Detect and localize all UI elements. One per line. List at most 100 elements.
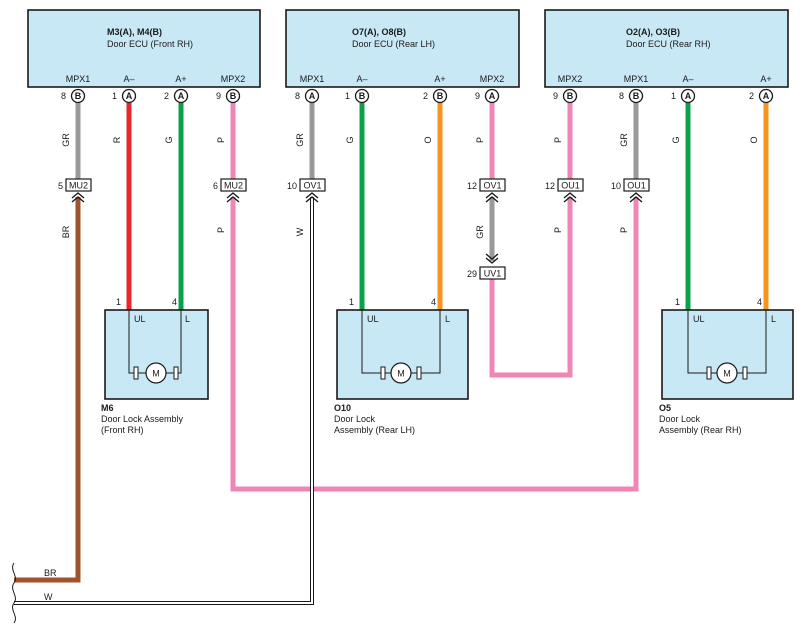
lock-name: (Front RH) xyxy=(101,425,144,435)
connector-chevron-icon xyxy=(305,192,319,203)
wire-fr-br xyxy=(14,197,81,583)
lock-code: M6 xyxy=(101,403,114,413)
connector-pin: 10 xyxy=(611,181,621,191)
connector-chevron-icon xyxy=(485,253,499,264)
pin-connector: B xyxy=(359,91,366,101)
ecu-rear-lh-pin-label: MPX1 xyxy=(300,74,325,84)
wire-label: W xyxy=(44,592,53,602)
connector-ov1: 12 OV1 xyxy=(467,178,506,203)
wire-label: P xyxy=(216,137,226,143)
ecu-front-rh-code: M3(A), M4(B) xyxy=(107,27,162,37)
pin-terminal: 9 B xyxy=(216,88,241,104)
wire-label: G xyxy=(671,136,681,143)
wire-label: GR xyxy=(619,133,629,147)
ecu-front-rh: M3(A), M4(B) Door ECU (Front RH) MPX1 A–… xyxy=(27,9,261,88)
pin-number: 9 xyxy=(475,91,480,101)
wire-label: P xyxy=(475,137,485,143)
motor-label: M xyxy=(152,369,160,379)
motor-icon xyxy=(390,362,412,384)
lock-name: Door Lock xyxy=(334,414,376,424)
connector-chevron-icon xyxy=(485,192,499,203)
pin-circle xyxy=(562,88,578,104)
ecu-front-rh-pin-label: MPX2 xyxy=(221,74,246,84)
pin-circle xyxy=(173,88,189,104)
ecu-rear-rh: O2(A), O3(B) Door ECU (Rear RH) MPX2 MPX… xyxy=(544,9,789,88)
pin-circle xyxy=(121,88,137,104)
lock-name: Assembly (Rear LH) xyxy=(334,425,415,435)
wire-label: BR xyxy=(61,225,71,238)
wire-rl-w-outline xyxy=(14,197,314,605)
lock-pin-l: 4 xyxy=(431,297,436,307)
lock-m6-box xyxy=(104,309,209,400)
motor-brush xyxy=(173,366,179,380)
motor-brush xyxy=(706,366,712,380)
connector-uv1: 29 UV1 xyxy=(467,253,506,280)
lock-wire xyxy=(128,310,146,374)
lock-name: Door Lock Assembly xyxy=(101,414,184,424)
edge-break xyxy=(12,562,16,624)
pin-connector: A xyxy=(763,91,770,101)
lock-o10: 1 4 UL L M O10 Door Lock Assembly (Rear … xyxy=(334,297,469,435)
ecu-rear-lh-pin-label: A– xyxy=(356,74,367,84)
connector-box xyxy=(623,178,650,192)
connector-box xyxy=(65,178,92,192)
lock-code: O5 xyxy=(659,403,671,413)
ecu-rear-lh: O7(A), O8(B) Door ECU (Rear LH) MPX1 A– … xyxy=(285,9,520,88)
lock-term-ul: UL xyxy=(367,314,379,324)
connector-box xyxy=(220,178,247,192)
wire-label: G xyxy=(345,136,355,143)
connector-name: OU1 xyxy=(627,181,646,191)
lock-term-l: L xyxy=(185,314,190,324)
pin-terminal: 1 A xyxy=(112,88,137,104)
ecu-rear-lh-box xyxy=(285,9,520,88)
lock-name: Assembly (Rear RH) xyxy=(659,425,742,435)
motor-label: M xyxy=(723,369,731,379)
connector-chevron-icon xyxy=(71,192,85,203)
connector-box xyxy=(299,178,326,192)
pin-number: 8 xyxy=(295,91,300,101)
lock-pin-l: 4 xyxy=(172,297,177,307)
connectors: 5 MU2 6 MU2 10 OV1 12 OV1 29 xyxy=(58,178,650,280)
connector-name: OU1 xyxy=(561,181,580,191)
wire-label: P xyxy=(216,227,226,233)
pin-connector: B xyxy=(437,91,444,101)
pin-connector: A xyxy=(178,91,185,101)
lock-name: Door Lock xyxy=(659,414,701,424)
pin-number: 8 xyxy=(619,91,624,101)
connector-pin: 10 xyxy=(287,181,297,191)
connector-mu2: 6 MU2 xyxy=(213,178,247,203)
pin-number: 2 xyxy=(164,91,169,101)
ecu-rear-rh-box xyxy=(544,9,789,88)
pin-connector: B xyxy=(75,91,82,101)
connector-box xyxy=(479,178,506,192)
ecu-rear-lh-pin-label: MPX2 xyxy=(480,74,505,84)
lock-pin-ul: 1 xyxy=(116,297,121,307)
ecu-rear-rh-pin-label: A+ xyxy=(760,74,771,84)
connector-name: OV1 xyxy=(483,181,501,191)
pin-circle xyxy=(484,88,500,104)
wire-label: GR xyxy=(475,225,485,239)
lock-m6: 1 4 UL L M M6 Door Lock Assembly (Front … xyxy=(101,297,209,435)
pin-terminal: 9 A xyxy=(475,88,500,104)
pin-circle xyxy=(354,88,370,104)
connector-pin: 12 xyxy=(467,181,477,191)
pin-number: 2 xyxy=(749,91,754,101)
wire-label: GR xyxy=(61,133,71,147)
wire-label: R xyxy=(112,136,122,143)
ecu-rear-lh-pin-label: A+ xyxy=(434,74,445,84)
wire-label: W xyxy=(295,227,305,236)
lock-o5: 1 4 UL L M O5 Door Lock Assembly (Rear R… xyxy=(659,297,794,435)
pin-circle xyxy=(225,88,241,104)
lock-term-l: L xyxy=(445,314,450,324)
ecu-rear-rh-pin-label: MPX1 xyxy=(624,74,649,84)
connector-pin: 6 xyxy=(213,181,218,191)
pin-terminal: 2 A xyxy=(749,88,774,104)
connector-ou1: 10 OU1 xyxy=(611,178,650,203)
pin-number: 9 xyxy=(216,91,221,101)
wire-fr-p-bottom xyxy=(230,197,639,492)
motor-brush xyxy=(742,366,748,380)
wire-label: O xyxy=(423,136,433,143)
lock-pin-l: 4 xyxy=(757,297,762,307)
connector-name: UV1 xyxy=(484,269,502,279)
pin-terminal: 2 A xyxy=(164,88,189,104)
